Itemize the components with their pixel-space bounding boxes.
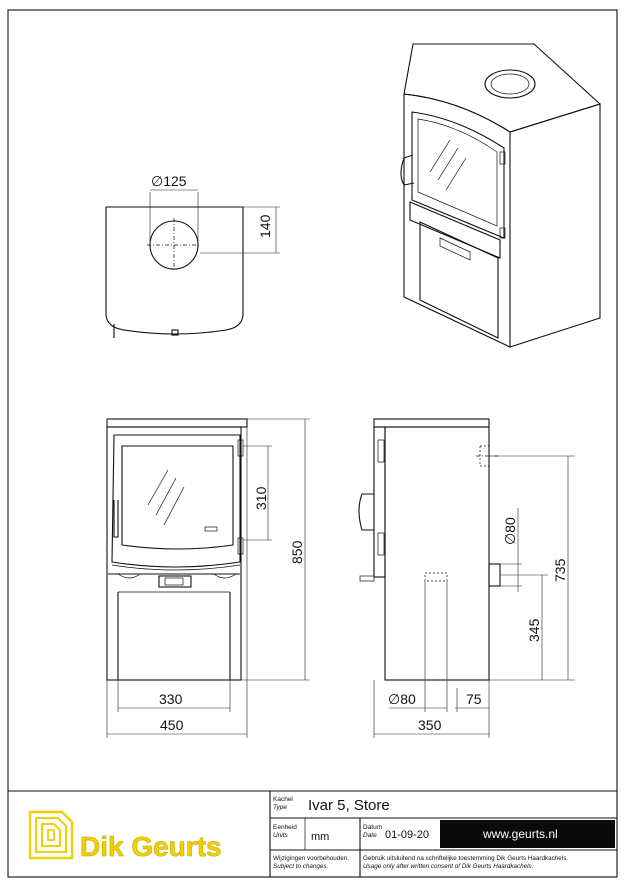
dim-rear-offset: 75: [466, 691, 482, 707]
iso-flue-collar: [484, 69, 536, 99]
date-label-en: Date: [363, 832, 377, 839]
top-view: ∅125 140: [105, 173, 280, 338]
dim-total-height: 850: [289, 540, 305, 564]
website-bar: [440, 820, 615, 848]
isometric-view: [400, 43, 602, 348]
type-label-en: Type: [273, 804, 287, 811]
units-label-en: Units: [273, 832, 289, 839]
dim-total-width: 450: [160, 717, 184, 733]
side-view: 735 345 ∅80 ∅80 75 350: [358, 418, 575, 738]
dim-air-inlet-diameter: ∅80: [502, 517, 518, 545]
dim-flue-offset: 140: [257, 214, 273, 238]
dim-door-height: 310: [253, 486, 269, 510]
title-block: Kachel Type Ivar 5, Store Eenheid Units …: [8, 790, 617, 877]
type-label: Kachel: [273, 796, 293, 803]
rear-air-inlet: [488, 563, 501, 587]
dim-inner-width: 330: [159, 691, 183, 707]
changes-note-nl: Wijzigingen voorbehouden.: [273, 855, 349, 862]
date-value: 01-09-20: [385, 829, 429, 841]
dik-geurts-logo: Dik Geurts: [28, 810, 222, 862]
drawing-frame: [7, 9, 618, 878]
dim-depth: 350: [418, 717, 442, 733]
dim-flue-rear-height: 735: [552, 558, 568, 582]
front-view: 310 850 330 450: [106, 418, 310, 738]
usage-note-en: Usage only after written consent of Dik …: [363, 863, 533, 870]
dim-flue-top: ∅125: [151, 173, 187, 189]
units-value: mm: [311, 831, 329, 843]
product-name: Ivar 5, Store: [308, 797, 390, 814]
website-link[interactable]: www.geurts.nl: [482, 827, 558, 841]
units-label: Eenheid: [273, 824, 297, 831]
dim-air-inlet-height: 345: [526, 618, 542, 642]
usage-note-nl: Gebruik uitsluitend na schriftelijke toe…: [363, 855, 568, 862]
logo-text: Dik Geurts: [80, 831, 222, 862]
changes-note-en: Subject to changes.: [273, 863, 328, 870]
dim-air-inlet-bottom-diameter: ∅80: [388, 691, 416, 707]
date-label: Datum: [363, 824, 382, 831]
